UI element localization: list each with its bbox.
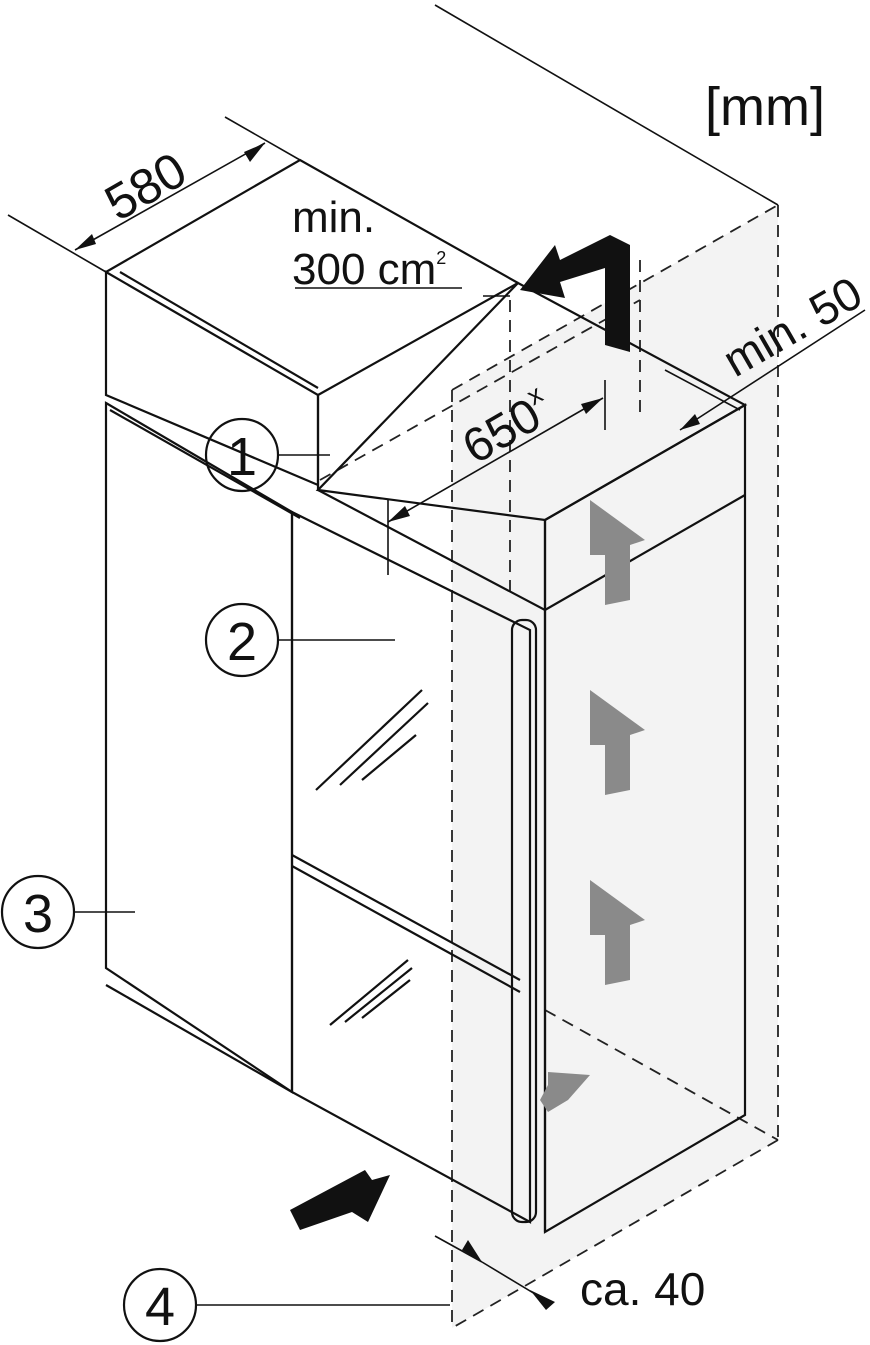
callout-1: 1	[204, 417, 330, 493]
unit-label: [mm]	[705, 77, 825, 137]
airflow-in-arrow-icon	[290, 1170, 390, 1230]
plinth-gap-label: ca. 40	[580, 1263, 705, 1315]
side-cabinet	[104, 401, 301, 1095]
callout-2-number: 2	[227, 612, 257, 672]
vent-area-label-line2: 300 cm2	[292, 245, 446, 294]
callout-1-number: 1	[227, 427, 257, 487]
callout-3: 3	[0, 874, 135, 950]
dimension-lines	[7, 116, 866, 1310]
callout-2: 2	[204, 602, 395, 678]
wall-edge	[434, 4, 779, 206]
airflow-up-arrow-icon	[540, 500, 645, 1112]
depth-label: 580	[96, 141, 196, 231]
vent-area-label-line1: min.	[292, 193, 375, 242]
door-panel	[290, 510, 538, 1224]
appliance-body	[315, 281, 748, 1234]
callout-3-number: 3	[23, 884, 53, 944]
ventilation-shaft	[319, 204, 779, 1329]
airflow-out-arrow-icon	[520, 235, 630, 352]
callout-4: 4	[122, 1267, 450, 1343]
callout-4-number: 4	[145, 1277, 175, 1337]
